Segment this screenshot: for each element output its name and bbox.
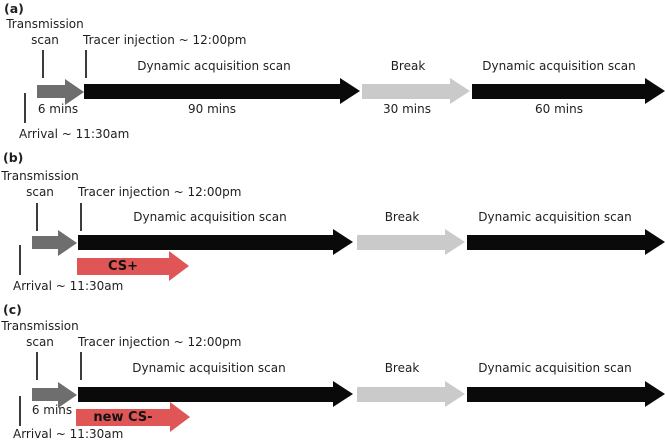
break-arrow-icon xyxy=(357,381,465,407)
transmission-scan-tick xyxy=(36,203,38,231)
transmission-scan-label: Transmission scan xyxy=(5,17,85,48)
arrow-shaft xyxy=(357,234,445,250)
transmission-duration: 6 mins xyxy=(31,403,73,417)
transmission-scan-label: Transmission scan xyxy=(0,169,80,200)
arrow-head-icon xyxy=(169,251,189,281)
cs-plus-label: CS+ xyxy=(107,258,139,274)
arrow-shaft xyxy=(357,386,445,402)
dynamic-scan-1-label: Dynamic acquisition scan xyxy=(132,361,286,375)
dynamic-scan-2-label: Dynamic acquisition scan xyxy=(478,361,632,375)
arrow-head-icon xyxy=(445,381,465,407)
transmission-scan-line1: Transmission xyxy=(1,169,79,183)
dynamic-scan-1-arrow-icon xyxy=(78,229,353,255)
arrow-shaft xyxy=(467,386,645,402)
transmission-arrow-icon xyxy=(37,78,84,105)
transmission-duration: 6 mins xyxy=(37,102,79,116)
dynamic-scan-1-duration: 90 mins xyxy=(188,102,236,116)
tracer-injection-label: Tracer injection ~ 12:00pm xyxy=(83,33,247,47)
arrow-head-icon xyxy=(445,229,465,255)
tracer-injection-tick xyxy=(80,203,82,231)
arrow-shaft xyxy=(84,83,340,99)
arrow-shaft xyxy=(32,388,58,401)
panel-c-label: (c) xyxy=(3,302,22,317)
tracer-injection-label: Tracer injection ~ 12:00pm xyxy=(78,335,242,349)
dynamic-scan-2-arrow-icon xyxy=(467,229,665,255)
arrow-shaft xyxy=(467,234,645,250)
dynamic-scan-1-arrow-icon xyxy=(78,381,353,407)
transmission-scan-line1: Transmission xyxy=(1,319,79,333)
dynamic-scan-1-arrow-icon xyxy=(84,78,360,104)
transmission-scan-line2: scan xyxy=(31,32,59,47)
transmission-arrow-icon xyxy=(32,381,77,408)
arrow-head-icon xyxy=(333,229,353,255)
arrow-shaft xyxy=(78,386,333,402)
tracer-injection-tick xyxy=(85,50,87,78)
arrow-shaft: CS+ xyxy=(77,257,169,275)
transmission-scan-tick xyxy=(42,50,44,78)
transmission-scan-line2: scan xyxy=(26,334,54,349)
arrival-label: Arrival ~ 11:30am xyxy=(13,279,124,293)
arrival-label: Arrival ~ 11:30am xyxy=(13,427,124,441)
arrival-label: Arrival ~ 11:30am xyxy=(19,127,130,141)
dynamic-scan-2-arrow-icon xyxy=(472,78,665,104)
arrow-shaft xyxy=(78,234,333,250)
transmission-scan-line2: scan xyxy=(26,184,54,199)
arrow-head-icon xyxy=(333,381,353,407)
arrival-tick xyxy=(19,396,21,426)
arrival-tick xyxy=(24,93,26,123)
arrow-head-icon xyxy=(170,402,190,432)
transmission-scan-line1: Transmission xyxy=(6,17,84,31)
arrow-shaft: new CS- xyxy=(76,408,170,426)
break-label: Break xyxy=(390,59,426,73)
break-arrow-icon xyxy=(362,78,470,104)
break-label: Break xyxy=(384,361,420,375)
dynamic-scan-2-arrow-icon xyxy=(467,381,665,407)
transmission-arrow-icon xyxy=(32,229,77,256)
tracer-injection-tick xyxy=(80,352,82,380)
arrow-head-icon xyxy=(58,381,77,408)
dynamic-scan-2-duration: 60 mins xyxy=(535,102,583,116)
break-label: Break xyxy=(384,210,420,224)
arrow-head-icon xyxy=(450,78,470,104)
arrow-head-icon xyxy=(58,229,77,256)
arrow-shaft xyxy=(32,236,58,249)
cs-plus-arrow-icon: CS+ xyxy=(77,251,189,281)
arrow-head-icon xyxy=(645,229,665,255)
arrow-head-icon xyxy=(645,381,665,407)
arrow-shaft xyxy=(472,83,645,99)
new-cs-minus-arrow-icon: new CS- xyxy=(76,402,190,432)
new-cs-minus-label: new CS- xyxy=(93,409,153,425)
transmission-scan-tick xyxy=(36,352,38,380)
dynamic-scan-1-label: Dynamic acquisition scan xyxy=(133,210,287,224)
arrow-shaft xyxy=(37,85,65,98)
tracer-injection-label: Tracer injection ~ 12:00pm xyxy=(78,185,242,199)
break-arrow-icon xyxy=(357,229,465,255)
arrow-shaft xyxy=(362,83,450,99)
dynamic-scan-2-label: Dynamic acquisition scan xyxy=(482,59,636,73)
arrow-head-icon xyxy=(645,78,665,104)
break-duration: 30 mins xyxy=(383,102,431,116)
panel-a-label: (a) xyxy=(4,1,24,16)
arrow-head-icon xyxy=(65,78,84,105)
arrow-head-icon xyxy=(340,78,360,104)
panel-b-label: (b) xyxy=(3,150,24,165)
arrival-tick xyxy=(19,245,21,275)
dynamic-scan-2-label: Dynamic acquisition scan xyxy=(478,210,632,224)
transmission-scan-label: Transmission scan xyxy=(0,319,80,350)
dynamic-scan-1-label: Dynamic acquisition scan xyxy=(137,59,291,73)
